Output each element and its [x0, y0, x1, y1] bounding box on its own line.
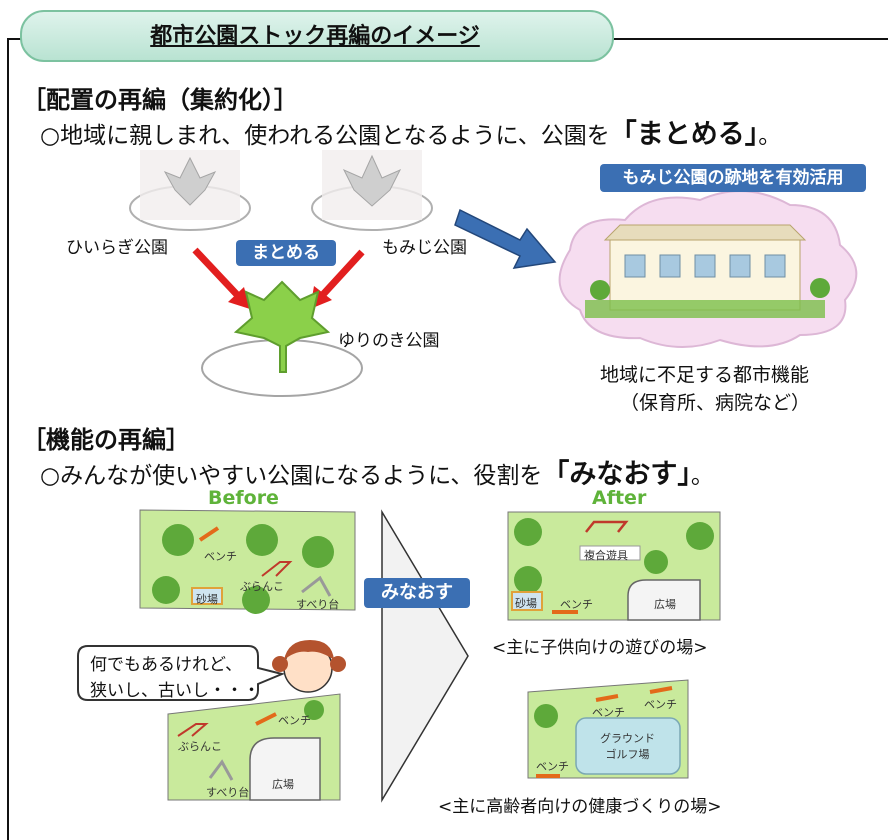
facility-window-2: [659, 254, 681, 278]
after-top-play-icon: [585, 520, 629, 533]
before-bottom-swing-icon: [177, 723, 209, 737]
before-top-sandpit: [191, 587, 223, 605]
section2-lead: ○みんなが使いやすい公園になるように、役割を「みなおす」。: [40, 452, 714, 491]
diagram-graphics: [77, 150, 858, 803]
facility-tree-1: [590, 280, 610, 300]
before-bottom-slide-icon: [208, 759, 234, 781]
girl-hair: [284, 640, 334, 660]
review-tag: みなおす: [364, 578, 470, 608]
left-merge-arrow: [192, 247, 245, 303]
before-top-swing-icon: [261, 561, 293, 577]
facility-roof: [603, 224, 807, 241]
speech-bubble: [77, 645, 286, 701]
after-bottom-bench1-label: ベンチ: [592, 706, 625, 719]
park-left-label: ひいらぎ公園: [66, 238, 168, 258]
after-bottom-ground-golf: [575, 717, 681, 775]
after-top-plaza-label: 広場: [654, 598, 676, 611]
before-top-bench: [198, 526, 220, 542]
before-bottom-tree: [304, 700, 324, 720]
title-banner: [20, 10, 614, 62]
after-top-bench-label: ベンチ: [560, 598, 593, 611]
before-bottom-plaza: [249, 737, 321, 801]
right-merge-arrow: [315, 249, 365, 303]
before-top-tree-5: [242, 586, 270, 614]
section2-heading: ［機能の再編］: [22, 426, 190, 454]
before-top-slide-label: すべり台: [296, 598, 340, 611]
after-bottom-ground-golf-label: グラウンド ゴルフ場: [600, 732, 655, 761]
after-top-sandpit-label: 砂場: [515, 597, 537, 610]
facility-window-3: [694, 254, 716, 278]
section1-lead-suffix: 。: [758, 123, 782, 149]
before-top-tree-3: [302, 536, 334, 568]
speech-line1: 何でもあるけれど、: [90, 655, 243, 675]
after-bottom-bench-2: [649, 686, 673, 694]
section1-lead-emphasis: 「まとめる」: [609, 119, 759, 150]
left-merge-arrow-head: [228, 287, 250, 309]
after-bottom-caption: <主に高齢者向けの健康づくりの場>: [438, 797, 722, 817]
before-top-tree-4: [152, 576, 180, 604]
before-top-slide-icon: [301, 575, 332, 597]
after-top-tree-4: [644, 550, 668, 574]
before-top-bench-label: ベンチ: [204, 550, 237, 563]
after-bottom-tree: [534, 704, 558, 728]
speech-line2: 狭いし、古いし・・・: [90, 681, 260, 701]
after-top-plaza: [627, 579, 701, 621]
before-bottom-plaza-label: 広場: [272, 778, 294, 791]
before-label: Before: [208, 487, 279, 509]
before-bottom-bench-label: ベンチ: [278, 714, 311, 727]
facility-window-1: [624, 254, 646, 278]
after-top-tree-2: [686, 522, 714, 550]
reuse-arrow: [454, 208, 557, 269]
park-right-label: もみじ公園: [382, 238, 467, 258]
reuse-tag: もみじ公園の跡地を有効活用: [600, 164, 866, 192]
review-triangle: [381, 509, 469, 803]
facility-window-4: [729, 254, 751, 278]
girl-pigtail-right: [330, 656, 346, 672]
center-park-leaf-icon: [233, 280, 331, 373]
left-park-leaf-icon: [163, 156, 217, 206]
facility-garden: [585, 300, 825, 318]
girl-pigtail-left: [272, 656, 288, 672]
after-bottom-bench-1: [595, 694, 619, 702]
before-bottom-slide-label: すべり台: [206, 786, 250, 799]
after-top-tree-1: [514, 518, 542, 546]
before-top-tree-1: [162, 524, 194, 556]
facility-window-5: [764, 254, 786, 278]
facility-caption-line2: （保育所、病院など）: [620, 392, 811, 414]
before-top-sandpit-label: 砂場: [196, 593, 218, 606]
before-top-swing-label: ぶらんこ: [240, 580, 284, 593]
facility-tree-2: [810, 278, 830, 298]
park-center-label: ゆりのき公園: [338, 331, 440, 351]
after-bottom-bench3-label: ベンチ: [536, 760, 569, 773]
section2-lead-suffix: 。: [690, 463, 714, 489]
right-park-leaf-icon: [342, 154, 402, 207]
merge-tag: まとめる: [236, 240, 336, 266]
facility-caption-line1: 地域に不足する都市機能: [600, 364, 810, 386]
before-bottom-swing-label: ぶらんこ: [178, 740, 222, 753]
section1-lead: ○地域に親しまれ、使われる公園となるように、公園を「まとめる」。: [40, 112, 781, 151]
after-top-play-label-box: [579, 545, 641, 561]
after-label: After: [592, 487, 647, 509]
section1-heading: ［配置の再編（集約化）］: [22, 86, 298, 114]
section1-lead-prefix: ○地域に親しまれ、使われる公園となるように、公園を: [40, 123, 610, 149]
after-top-sandpit: [511, 591, 543, 611]
after-top-caption: <主に子供向けの遊びの場>: [492, 638, 708, 658]
before-top-park: [139, 509, 356, 611]
before-bottom-bench: [255, 712, 277, 726]
section2-lead-emphasis: 「みなおす」: [542, 459, 691, 490]
section2-lead-prefix: ○みんなが使いやすい公園になるように、役割を: [40, 463, 543, 489]
before-top-tree-2: [246, 524, 278, 556]
after-top-play-label: 複合遊具: [584, 549, 628, 562]
after-top-tree-3: [514, 566, 542, 594]
page-title: 都市公園ストック再編のイメージ: [150, 24, 480, 49]
after-bottom-bench2-label: ベンチ: [644, 698, 677, 711]
